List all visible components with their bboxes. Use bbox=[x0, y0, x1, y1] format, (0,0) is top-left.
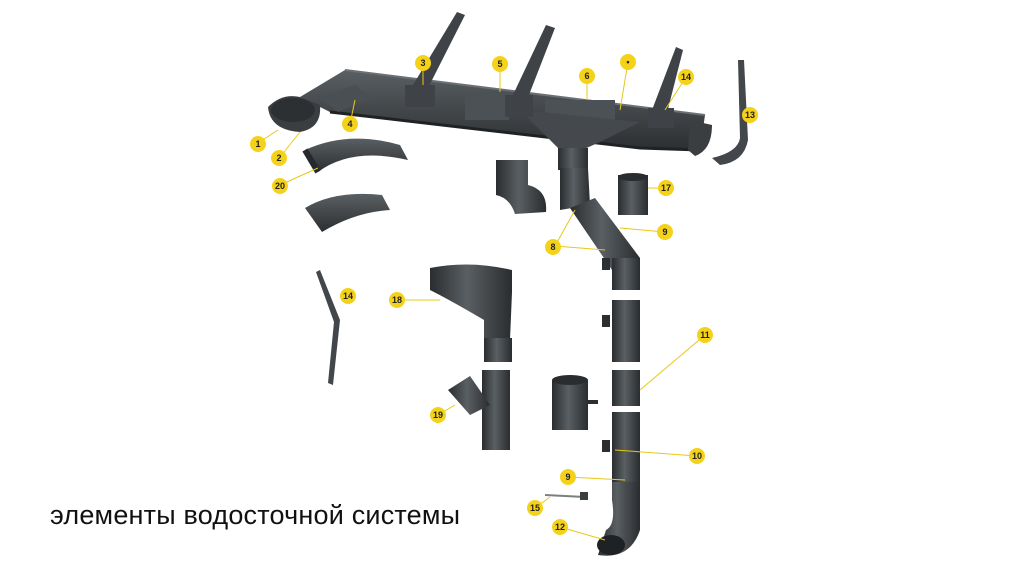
callout-c20: 20 bbox=[272, 178, 288, 194]
diagram-caption: элементы водосточной системы bbox=[50, 500, 461, 530]
callout-c17: 17 bbox=[658, 180, 674, 196]
callout-c4: 4 bbox=[342, 116, 358, 132]
leader-lines bbox=[257, 61, 750, 541]
callout-number: 8 bbox=[550, 242, 555, 252]
callout-badge bbox=[430, 407, 446, 423]
pipe-coupling-11 bbox=[612, 370, 640, 406]
callout-c8: 8 bbox=[545, 239, 561, 255]
gutter-outer-angle bbox=[305, 193, 390, 232]
pipe-cleanout bbox=[552, 375, 598, 430]
gutter-angle bbox=[320, 85, 372, 112]
callout-badge bbox=[271, 150, 287, 166]
pipe-clip bbox=[602, 315, 610, 327]
pipe-elbow-8 bbox=[560, 168, 590, 210]
callout-number: 5 bbox=[497, 59, 502, 69]
callout-badge bbox=[340, 288, 356, 304]
callout-number: 11 bbox=[700, 330, 710, 340]
downpipe-lower bbox=[612, 412, 640, 482]
callout-number: 18 bbox=[392, 295, 402, 305]
outlet-neck bbox=[558, 148, 588, 170]
callout-c19: 19 bbox=[430, 407, 446, 423]
callout-number: 15 bbox=[530, 503, 540, 513]
bracket-center bbox=[505, 25, 555, 117]
downpipe-assembly bbox=[560, 168, 640, 556]
callout-c14b: 14 bbox=[340, 288, 356, 304]
callout-badge bbox=[250, 136, 266, 152]
gutter-run bbox=[268, 69, 712, 170]
gutter-angle-20 bbox=[302, 138, 408, 174]
callout-badge bbox=[492, 56, 508, 72]
loose-bracket-14 bbox=[316, 270, 340, 385]
pipe-clip bbox=[602, 258, 610, 270]
callout-number: 2 bbox=[276, 153, 281, 163]
callout-number: 3 bbox=[420, 58, 425, 68]
callout-c12: 12 bbox=[552, 519, 568, 535]
callout-badge bbox=[545, 239, 561, 255]
callout-badge bbox=[678, 69, 694, 85]
callout-number: 13 bbox=[745, 110, 755, 120]
callout-badge bbox=[620, 54, 636, 70]
callout-badge bbox=[552, 519, 568, 535]
callout-badge bbox=[560, 469, 576, 485]
coupling-17-top bbox=[618, 173, 648, 181]
callout-badge bbox=[657, 224, 673, 240]
callout-number: 1 bbox=[255, 139, 260, 149]
callout-c9b: 9 bbox=[560, 469, 576, 485]
callout-badge bbox=[579, 68, 595, 84]
callout-c14a: 14 bbox=[678, 69, 694, 85]
callout-number: 20 bbox=[275, 181, 285, 191]
callout-number: 17 bbox=[661, 183, 671, 193]
pipe-branch-19 bbox=[448, 370, 510, 450]
callout-number: 9 bbox=[662, 227, 667, 237]
callout-c5: 5 bbox=[492, 56, 508, 72]
callout-number: 6 bbox=[584, 71, 589, 81]
callout-c2: 2 bbox=[271, 150, 287, 166]
bracket-rod-15 bbox=[544, 492, 588, 500]
callout-number: 19 bbox=[433, 410, 443, 420]
callout-number: 4 bbox=[347, 119, 352, 129]
callout-number: 14 bbox=[681, 72, 691, 82]
pipe-elbow-loose bbox=[496, 160, 547, 214]
callout-badge bbox=[272, 178, 288, 194]
callout-number: 10 bbox=[692, 451, 702, 461]
downpipe-upper bbox=[612, 300, 640, 362]
callout-c11: 11 bbox=[697, 327, 713, 343]
callout-badge bbox=[342, 116, 358, 132]
callout-badge bbox=[742, 107, 758, 123]
pipe-clip bbox=[602, 440, 610, 452]
callout-c10: 10 bbox=[689, 448, 705, 464]
callout-badge bbox=[689, 448, 705, 464]
end-cap-face bbox=[271, 98, 315, 122]
callout-number: 14 bbox=[343, 291, 353, 301]
callout-c3: 3 bbox=[415, 55, 431, 71]
callout-c15: 15 bbox=[527, 500, 543, 516]
callout-badge bbox=[697, 327, 713, 343]
callout-c13: 13 bbox=[742, 107, 758, 123]
callout-badge bbox=[389, 292, 405, 308]
callout-c1: 1 bbox=[250, 136, 266, 152]
callout-number: 12 bbox=[555, 522, 565, 532]
pipe-offset-9 bbox=[570, 198, 640, 270]
callout-number: 9 bbox=[565, 472, 570, 482]
callout-badge bbox=[415, 55, 431, 71]
rainwater-head-18 bbox=[430, 264, 512, 362]
callout-c18: 18 bbox=[389, 292, 405, 308]
callout-badge bbox=[658, 180, 674, 196]
pipe-coupling-17 bbox=[618, 175, 648, 215]
gutter-outlet-funnel bbox=[520, 110, 640, 150]
outlet-mouth bbox=[597, 535, 625, 555]
callout-c6: 6 bbox=[579, 68, 595, 84]
fascia-hook-13 bbox=[712, 60, 748, 165]
pipe-segment-9 bbox=[612, 258, 640, 290]
callout-c9a: 9 bbox=[657, 224, 673, 240]
gutter-end-cap-right bbox=[688, 120, 712, 156]
callout-number: • bbox=[626, 57, 629, 67]
callout-badge bbox=[527, 500, 543, 516]
gutter-connector-5 bbox=[465, 92, 509, 120]
callout-cdot: • bbox=[620, 54, 636, 70]
gutter-front-edge bbox=[329, 110, 701, 152]
bracket-14 bbox=[648, 47, 683, 128]
